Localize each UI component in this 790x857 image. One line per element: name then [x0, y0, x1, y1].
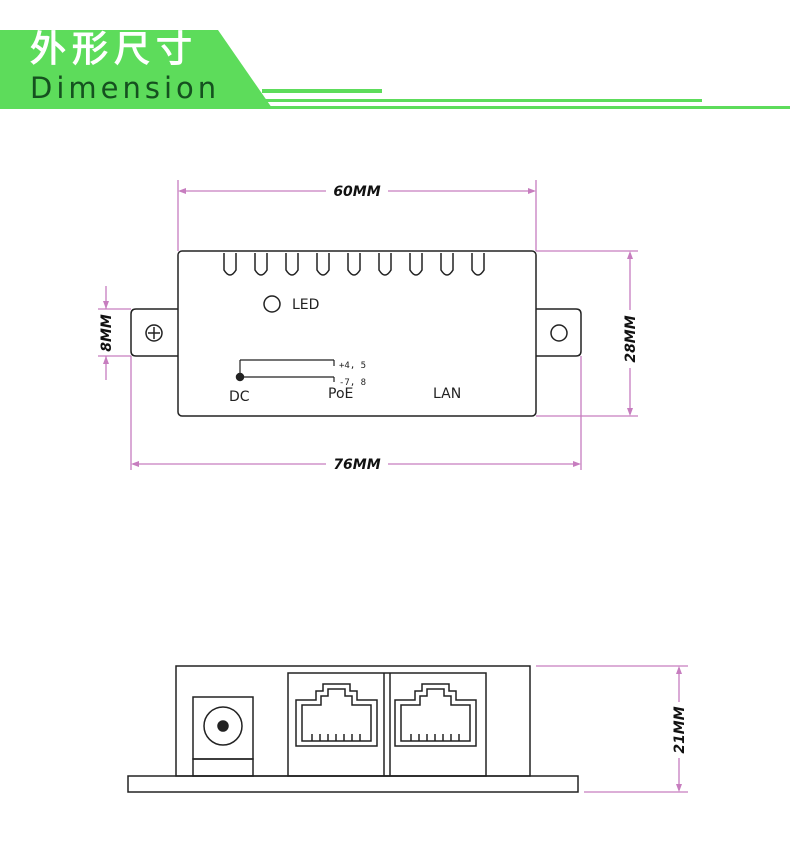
top-view — [130, 250, 582, 417]
mount-hole-right — [550, 324, 568, 342]
polarity-marking — [239, 359, 335, 382]
dimension-lines-side — [536, 665, 688, 793]
poe-minus-pins-label: -7, 8 — [339, 378, 366, 388]
led-indicator-icon — [263, 295, 281, 313]
mounting-tab-left — [130, 308, 178, 357]
width-76mm-label: 76MM — [333, 457, 380, 473]
dimension-lines-top — [98, 180, 638, 470]
header-banner — [0, 30, 790, 109]
tab-8mm-label: 8MM — [99, 314, 115, 352]
height-28mm-label: 28MM — [623, 315, 639, 362]
dc-label: DC — [229, 389, 250, 405]
height-21mm-label: 21MM — [672, 706, 688, 753]
device-body — [177, 250, 537, 417]
vent-slots — [223, 253, 485, 276]
poe-plus-pins-label: +4, 5 — [339, 361, 366, 371]
lan-label: LAN — [433, 386, 461, 402]
dc-jack-dot-icon — [235, 372, 245, 382]
led-label: LED — [292, 297, 319, 313]
rj45-port-right-icon — [394, 683, 477, 747]
poe-label: PoE — [328, 386, 353, 402]
width-60mm-label: 60MM — [333, 184, 380, 200]
header-title-en: Dimension — [30, 71, 221, 105]
mounting-tab-right — [536, 308, 582, 357]
rj45-housing — [287, 672, 487, 777]
mount-hole-left — [145, 324, 163, 342]
rj45-port-left-icon — [295, 683, 378, 747]
header-title-cn: 外形尺寸 — [30, 29, 199, 70]
side-base-plate — [127, 775, 579, 793]
side-view — [127, 665, 579, 793]
